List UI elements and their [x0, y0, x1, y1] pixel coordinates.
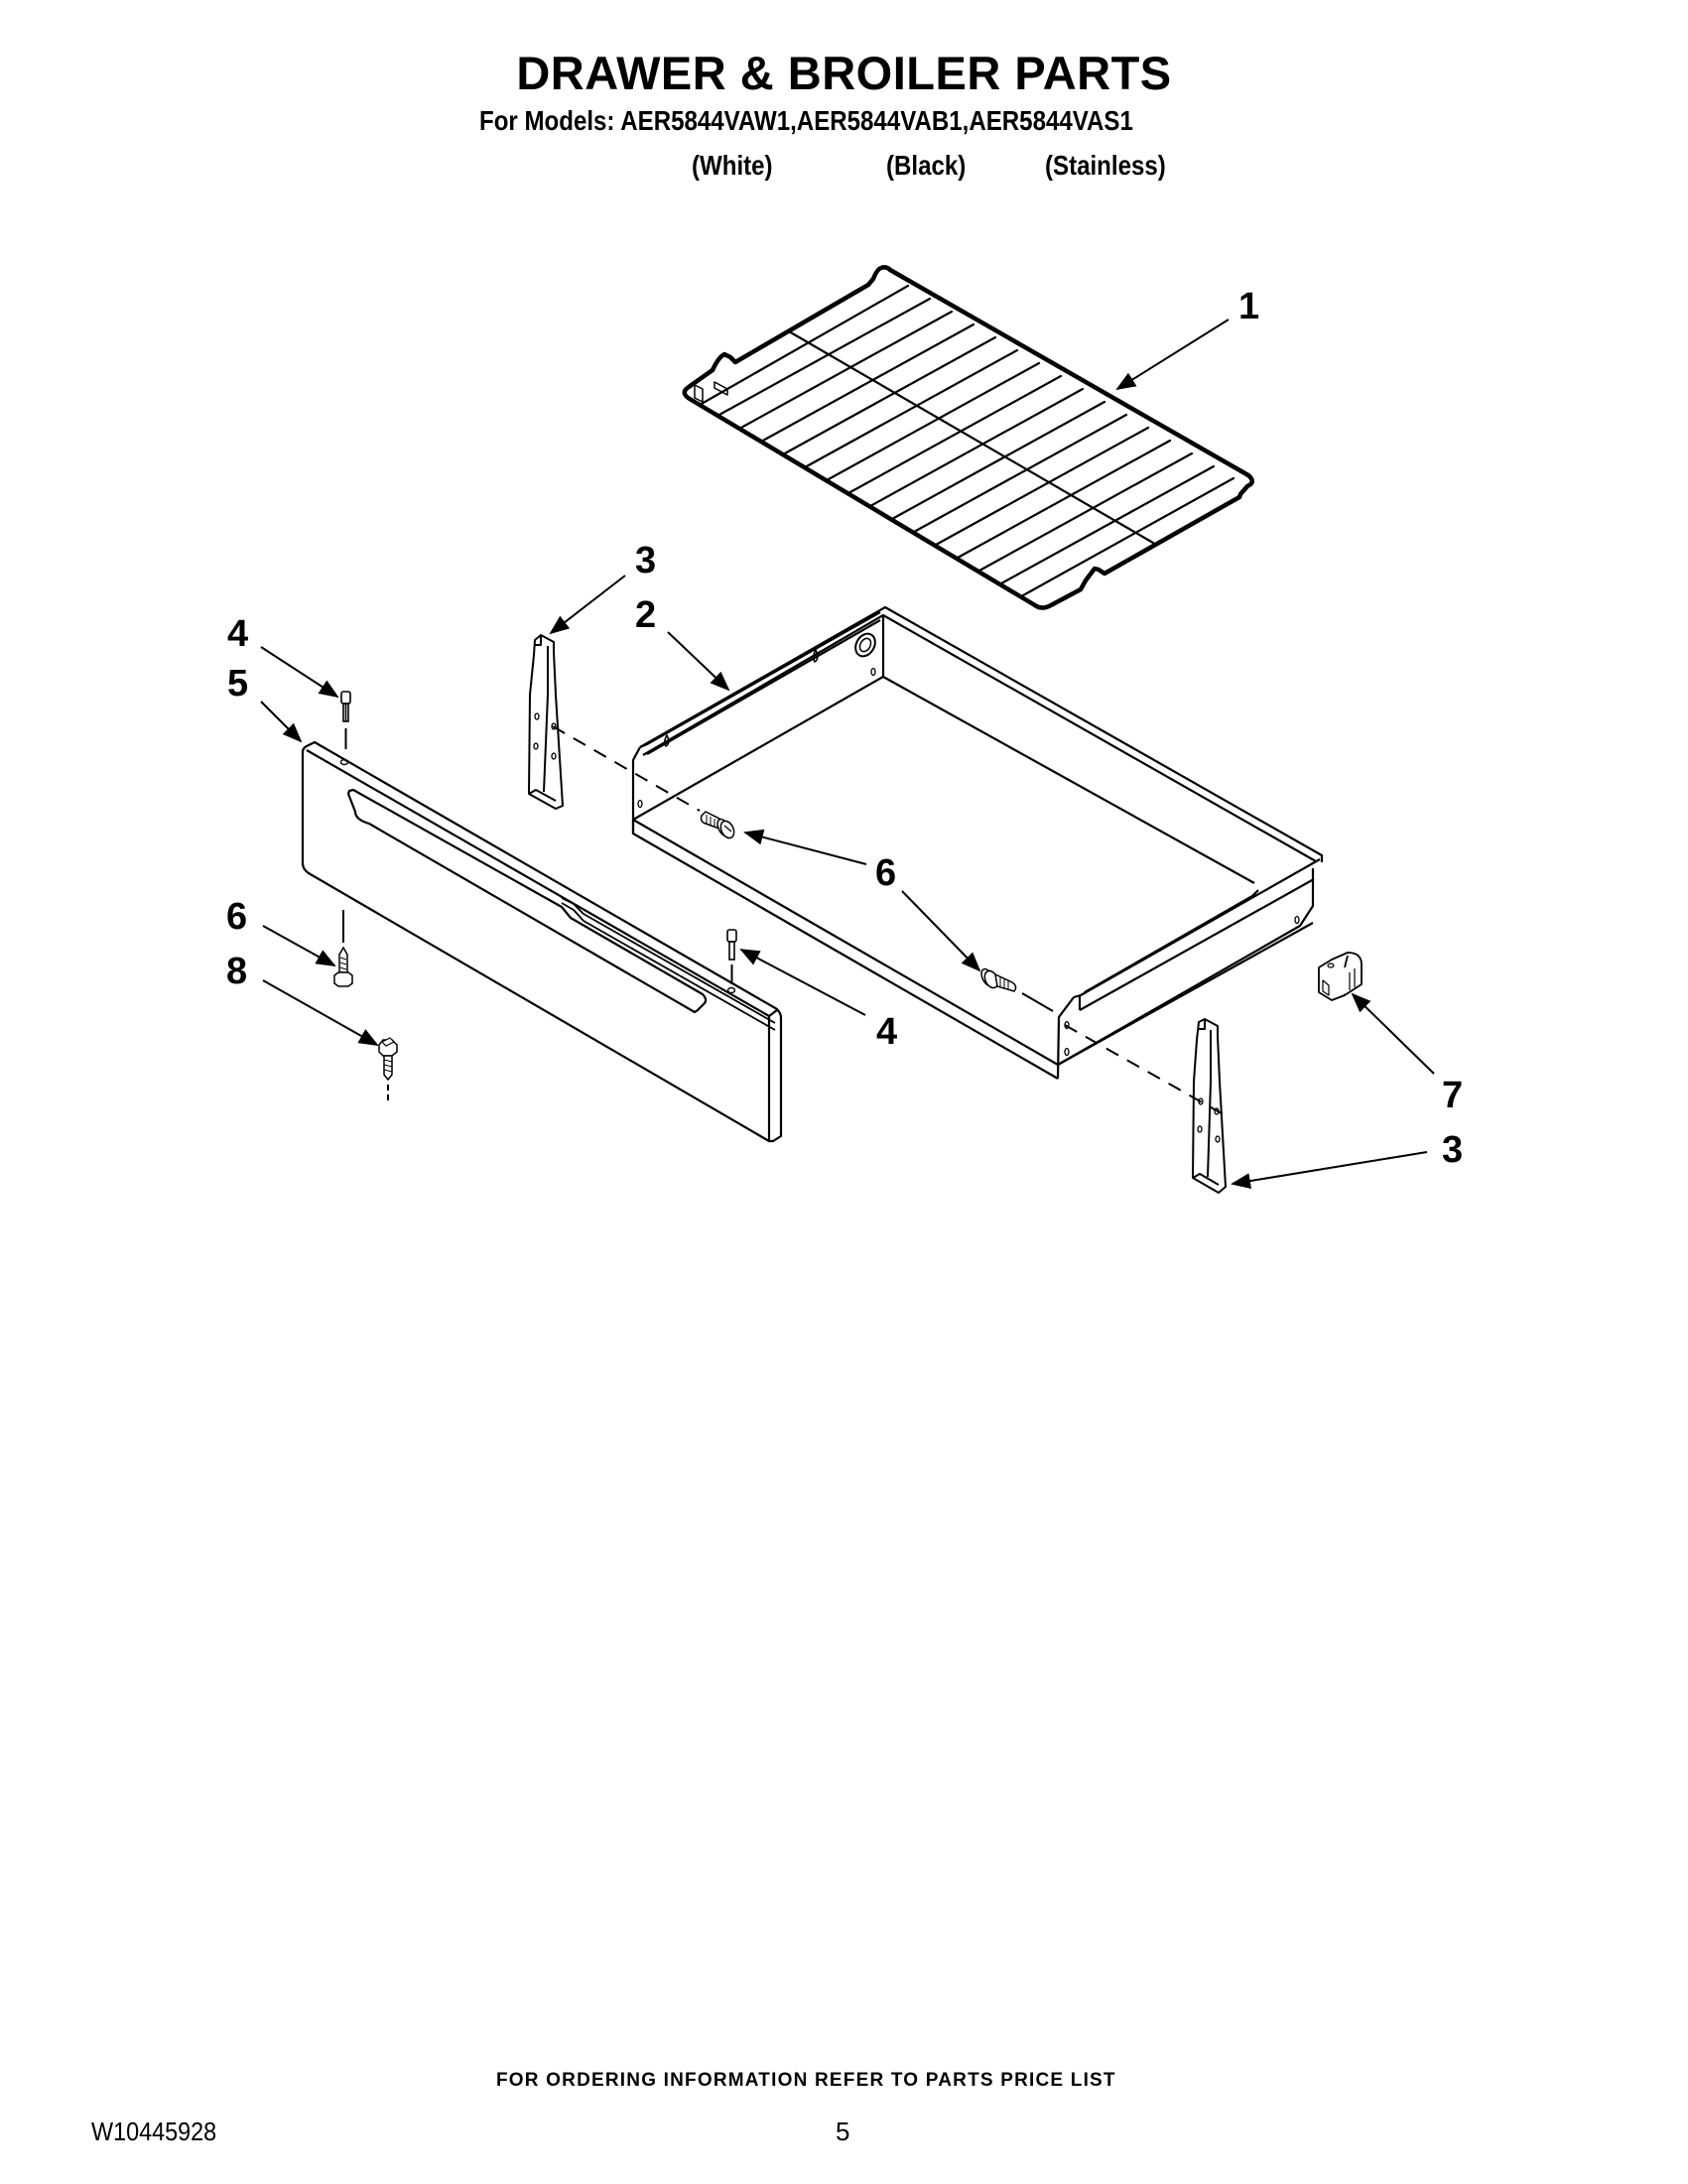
callout-3-left: 3	[635, 540, 656, 581]
screw-drawer-right-icon	[980, 967, 1054, 1012]
callout-1-arrow	[1115, 319, 1230, 391]
drawer-stop-left-guide	[552, 725, 701, 812]
drawer-stop-left-icon	[528, 634, 564, 810]
drawer-stop-right-icon	[1192, 1018, 1227, 1194]
callout-8-arrow	[262, 979, 379, 1046]
callout-2-arrow	[667, 631, 730, 692]
callout-4-right: 4	[876, 1011, 897, 1053]
drawer-stop-right-guide	[1064, 1024, 1230, 1118]
callout-7-arrow	[1351, 992, 1435, 1075]
callout-3-left-arrow	[549, 575, 626, 635]
callout-3-right-arrow	[1231, 1151, 1428, 1189]
callout-4-left: 4	[227, 613, 248, 655]
page-title: DRAWER & BROILER PARTS	[516, 47, 1172, 99]
clip-icon	[1318, 952, 1363, 1001]
callout-1: 1	[1238, 286, 1259, 327]
screw-bottom-icon	[378, 1037, 398, 1103]
callout-5: 5	[227, 663, 248, 705]
callout-8: 8	[226, 951, 247, 992]
ordering-note: FOR ORDERING INFORMATION REFER TO PARTS …	[496, 2070, 1116, 2091]
screw-drawer-left-icon	[700, 811, 735, 839]
callout-3-right: 3	[1442, 1129, 1463, 1171]
callout-4-left-arrow	[260, 646, 339, 699]
callout-6-right-arrow	[901, 890, 981, 972]
variant-black: (Black)	[886, 150, 967, 181]
callout-6-left-arrow	[262, 925, 336, 966]
broiler-rack-icon	[682, 265, 1254, 610]
page-number: 5	[836, 2117, 850, 2146]
callout-2: 2	[635, 594, 656, 636]
callout-6-center: 6	[875, 852, 896, 894]
screw-top-left-icon	[340, 691, 351, 749]
models-line: For Models: AER5844VAW1,AER5844VAB1,AER5…	[479, 105, 1133, 136]
variant-stainless: (Stainless)	[1045, 150, 1166, 181]
drawer-body-icon	[631, 605, 1324, 1080]
screw-panel-bottom-icon	[333, 910, 353, 987]
document-number: W10445928	[91, 2117, 217, 2146]
callout-4-right-arrow	[739, 949, 866, 1016]
callout-6-left: 6	[226, 896, 247, 938]
callout-7: 7	[1442, 1075, 1463, 1116]
screw-top-right-icon	[726, 929, 737, 984]
variant-white: (White)	[692, 150, 773, 181]
drawer-front-panel-icon	[301, 740, 783, 1143]
callout-6-center-arrow	[743, 829, 867, 865]
callout-5-arrow	[260, 701, 303, 743]
